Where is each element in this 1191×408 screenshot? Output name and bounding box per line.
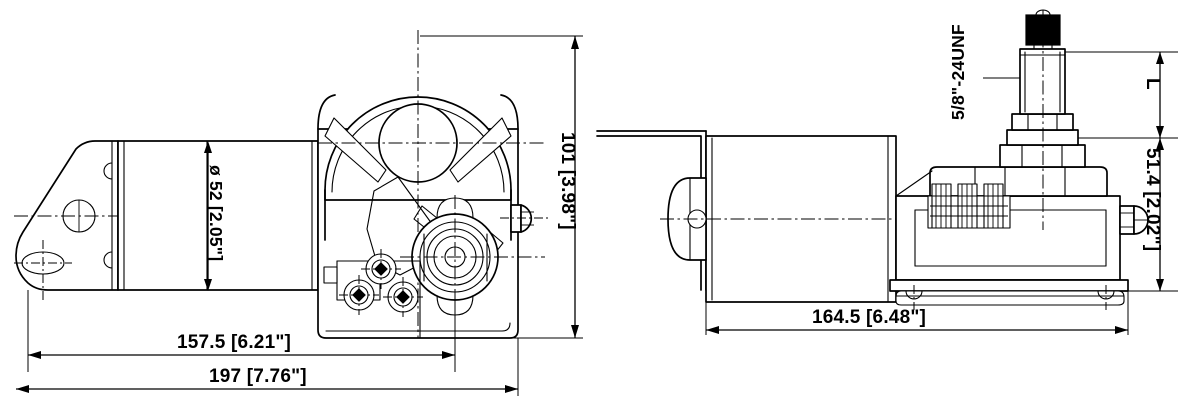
gearbox-corner-left — [317, 94, 336, 130]
dim-514-arrow-bottom — [1156, 279, 1164, 291]
dim-label-motor-diameter: ø 52 [2.05"] — [206, 165, 226, 262]
side-gearbox-chamfer — [895, 170, 933, 197]
dim-label-shaft-to-end: 157.5 [6.21"] — [177, 332, 292, 353]
connector-shelf — [336, 260, 421, 339]
dim-label-side-length: 164.5 [6.48"] — [812, 307, 927, 328]
dim-1645-arrow-right — [1115, 326, 1128, 334]
side-gearbox-upper-block — [929, 166, 1108, 197]
side-view-group — [596, 9, 1149, 310]
label-thread-spec: 5/8"-24UNF — [948, 24, 968, 120]
terminal-hatch-h — [930, 195, 1008, 217]
bracket-notch-top — [103, 162, 113, 180]
side-base-lower — [895, 290, 1125, 306]
dim-label-side-height: 51.4 [2.02"] — [1142, 148, 1163, 252]
terminal-post-group — [339, 249, 423, 317]
bracket-notch-bottom — [103, 251, 113, 269]
dim-label-overall-height: 101 [3.98"] — [557, 132, 578, 230]
gearbox-bottom-rim — [325, 322, 511, 332]
side-terminal-block — [927, 183, 1011, 229]
dim-label-overall-length: 197 [7.76"] — [209, 366, 307, 387]
dim-157-arrow-left — [28, 351, 41, 359]
side-base-plate — [889, 279, 1129, 292]
side-bolt-head-body — [1119, 205, 1135, 235]
dim-197-arrow-left — [16, 385, 29, 393]
dim-101-arrow-bottom — [571, 325, 579, 338]
gearbox-corner-right — [500, 94, 519, 130]
dim-101-arrow-top — [571, 36, 579, 49]
dim-L-arrow-top — [1156, 52, 1164, 64]
dim-157-arrow-right — [442, 351, 455, 359]
front-view-dimensions — [16, 35, 583, 396]
dim-514-arrow-top — [1156, 138, 1164, 150]
dim-diameter-arrow-top — [204, 141, 212, 153]
dim-L-arrow-bottom — [1156, 126, 1164, 138]
gear-rib-left — [324, 117, 387, 183]
connector-tab — [323, 266, 338, 284]
gear-rib-right — [449, 117, 512, 183]
dim-label-shaft-length-symbol: L — [1142, 78, 1163, 90]
dim-197-arrow-right — [505, 385, 518, 393]
dim-1645-arrow-left — [706, 326, 719, 334]
dim-diameter-arrow-bottom — [204, 279, 212, 291]
front-view-group — [14, 30, 548, 340]
side-view-dimensions — [705, 51, 1178, 335]
